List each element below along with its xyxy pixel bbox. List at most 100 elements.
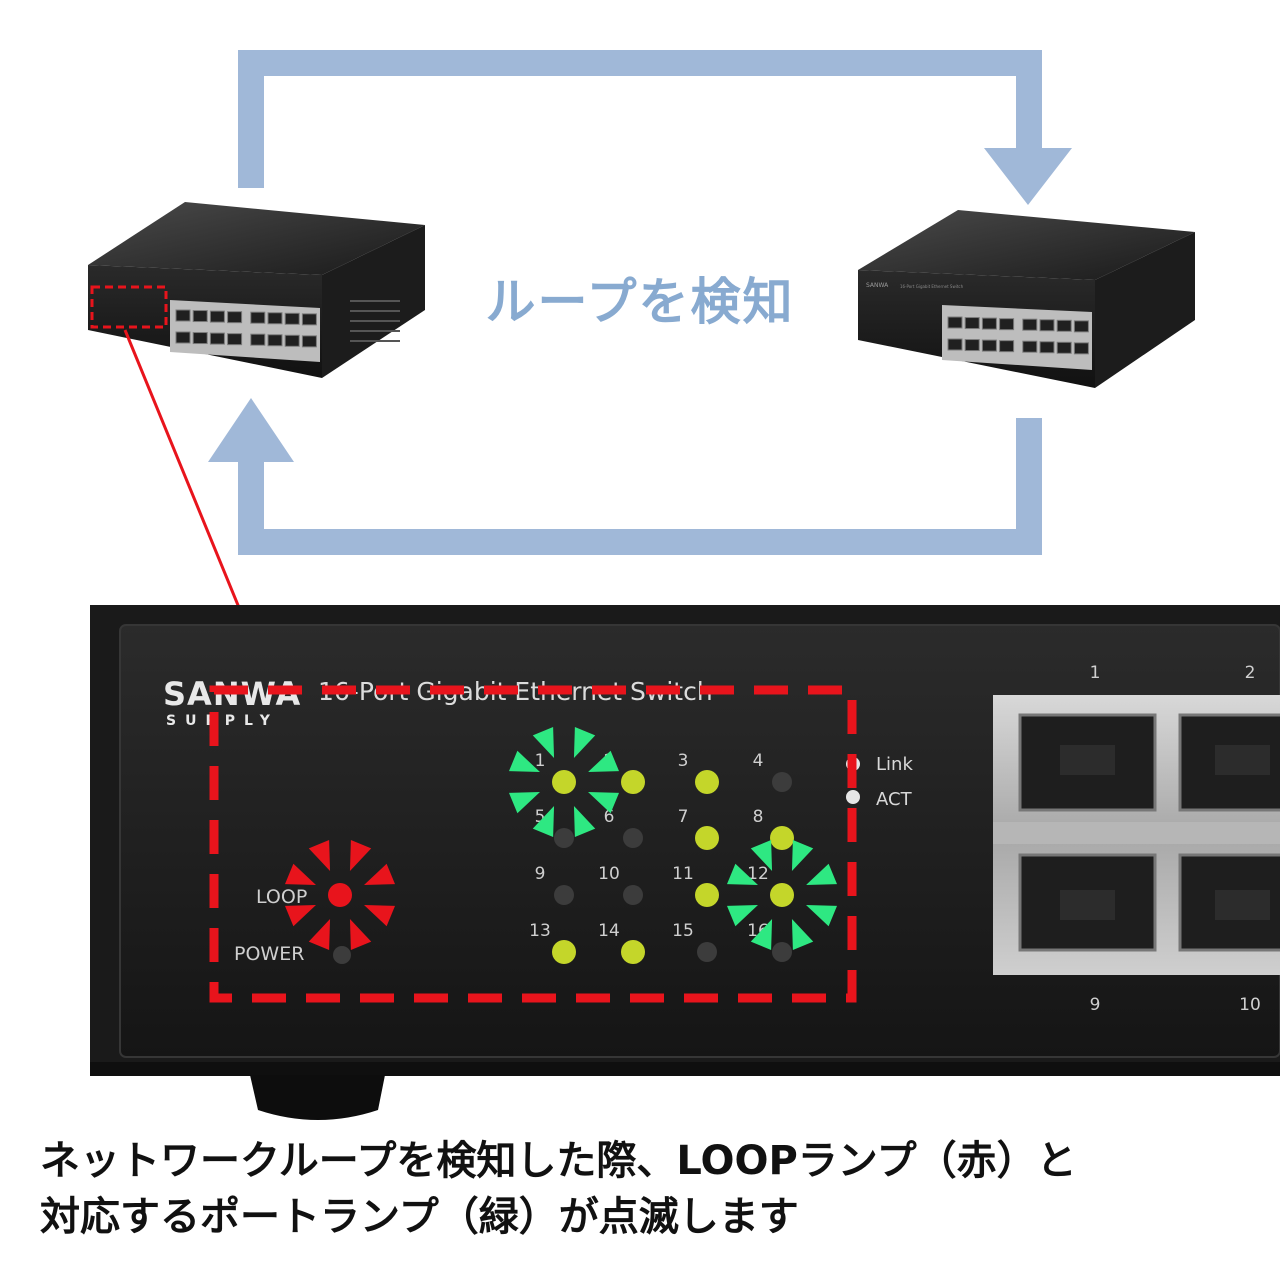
rj45-jacks xyxy=(993,695,1280,975)
loop-led-burst-ray xyxy=(284,863,316,886)
right-switch-port xyxy=(1073,320,1089,333)
port-led-12-blink-burst-ray xyxy=(806,863,838,886)
port-led-7 xyxy=(695,826,719,850)
loop-led-burst-ray xyxy=(349,839,372,871)
caption-line-1: ネットワークループを検知した際、LOOPランプ（赤）と xyxy=(40,1138,1077,1184)
jack-num-1: 1 xyxy=(1090,663,1101,683)
port-label-10: 10 xyxy=(598,864,620,884)
loop-led-burst-ray xyxy=(284,904,316,927)
port-led-12-blink-burst-ray xyxy=(726,904,758,927)
left-switch-port xyxy=(209,310,225,323)
port-led-1 xyxy=(552,770,576,794)
right-switch-port xyxy=(947,316,963,329)
right-switch-port xyxy=(1022,340,1038,353)
port-led-16 xyxy=(772,942,792,962)
left-switch-port xyxy=(284,334,300,347)
left-switch-port xyxy=(175,309,191,322)
port-led-12-blink-burst-ray xyxy=(806,904,838,927)
left-switch-port xyxy=(301,313,317,326)
caption: ネットワークループを検知した際、LOOPランプ（赤）と 対応するポートランプ（緑… xyxy=(40,1133,1260,1245)
port-led-1-blink-burst-ray xyxy=(573,726,596,758)
port-led-12-blink-burst-ray xyxy=(791,839,814,871)
loop-led-burst xyxy=(284,839,396,951)
legend-act-label: ACT xyxy=(876,789,913,810)
port-led-1-blink-burst xyxy=(508,726,620,838)
port-led-3 xyxy=(695,770,719,794)
right-switch-port xyxy=(981,339,997,352)
right-switch-port xyxy=(964,339,980,352)
left-switch-vents xyxy=(350,300,400,342)
port-led-1-blink-burst-ray xyxy=(573,806,596,838)
left-switch-port xyxy=(250,311,266,324)
port-led-1-blink-burst-ray xyxy=(532,806,555,838)
left-switch-port xyxy=(227,311,243,324)
legend-act-led xyxy=(846,790,860,804)
loop-led-blink-burst xyxy=(284,839,396,951)
port-led-2 xyxy=(621,770,645,794)
left-switch-port xyxy=(192,332,208,345)
left-switch-port xyxy=(267,312,283,325)
port-label-1: 1 xyxy=(535,751,546,771)
right-switch-port xyxy=(1039,341,1055,354)
right-switch-port xyxy=(999,340,1015,353)
jack-num-9: 9 xyxy=(1090,995,1101,1015)
switch-foot xyxy=(250,1075,385,1120)
port-label-8: 8 xyxy=(753,807,764,827)
caption-line-2: 対応するポートランプ（緑）が点滅します xyxy=(40,1194,799,1240)
port-led-12-blink-burst-ray xyxy=(726,863,758,886)
port-label-12: 12 xyxy=(747,864,769,884)
port-led-12-blink-burst-ray xyxy=(750,839,773,871)
loop-led-burst-ray xyxy=(308,839,331,871)
legend-link-label: Link xyxy=(876,754,913,775)
port-led-11 xyxy=(695,883,719,907)
port-led-12-blink-burst-ray xyxy=(791,919,814,951)
port-led-12-blink-burst xyxy=(726,839,838,951)
jack-num-10: 10 xyxy=(1239,995,1261,1015)
arrow-top xyxy=(238,50,1072,205)
port-led-6 xyxy=(623,828,643,848)
port-led-1-blink-burst-ray xyxy=(588,750,620,773)
loop-led-burst-ray xyxy=(349,919,372,951)
port-led-4 xyxy=(772,772,792,792)
port-label-13: 13 xyxy=(529,921,551,941)
port-led-8 xyxy=(770,826,794,850)
port-led-10 xyxy=(623,885,643,905)
loop-arrows xyxy=(208,50,1072,555)
right-switch-port xyxy=(1073,342,1089,355)
port-label-6: 6 xyxy=(604,807,615,827)
right-switch-port xyxy=(1022,318,1038,331)
switch-front-panel: SANWA SUPPLY 16-Port Gigabit Ethernet Sw… xyxy=(90,605,1280,1120)
left-switch-port xyxy=(301,335,317,348)
port-led-12-blink-burst-ray xyxy=(750,919,773,951)
loop-led-burst-ray xyxy=(308,919,331,951)
right-switch: SANWA 16-Port Gigabit Ethernet Switch xyxy=(858,210,1195,388)
loop-detect-title: ループを検知 xyxy=(485,273,795,331)
port-led-12 xyxy=(770,883,794,907)
arrow-bottom xyxy=(208,398,1042,555)
port-led-1-blink-burst-ray xyxy=(532,726,555,758)
right-switch-port xyxy=(964,317,980,330)
left-switch-port xyxy=(175,331,191,344)
left-switch-led-highlight xyxy=(90,285,168,329)
right-switch-port xyxy=(981,317,997,330)
port-led-14 xyxy=(621,940,645,964)
right-switch-port xyxy=(1056,319,1072,332)
left-switch-port xyxy=(250,333,266,346)
left-switch-port xyxy=(284,312,300,325)
port-led-13 xyxy=(552,940,576,964)
port-led-15 xyxy=(697,942,717,962)
port-led-9 xyxy=(554,885,574,905)
led-area-highlight xyxy=(209,685,857,1003)
left-switch-port xyxy=(209,332,225,345)
port-led-5 xyxy=(554,828,574,848)
port-led-1-blink-burst-ray xyxy=(508,750,540,773)
right-switch-port xyxy=(999,318,1015,331)
port-label-5: 5 xyxy=(535,807,546,827)
jack-num-2: 2 xyxy=(1245,663,1256,683)
port-label-11: 11 xyxy=(672,864,694,884)
right-switch-brand: SANWA xyxy=(866,282,889,289)
loop-led xyxy=(328,883,352,907)
left-switch-port xyxy=(267,334,283,347)
